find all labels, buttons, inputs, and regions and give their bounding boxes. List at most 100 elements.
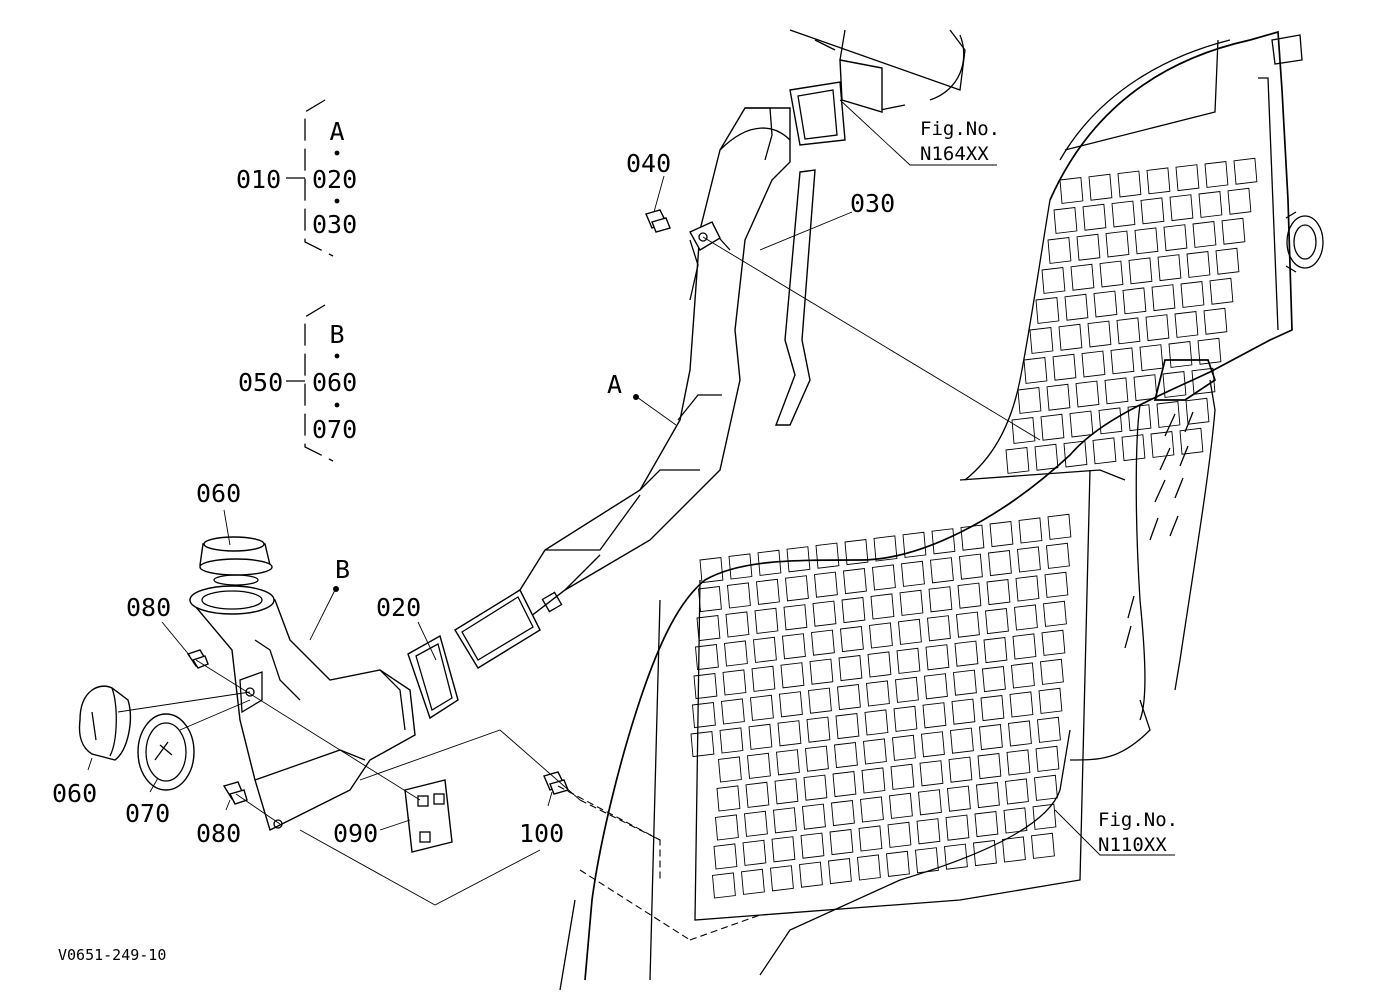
callout-060-bottom: 060 — [52, 779, 97, 808]
mesh-cell — [977, 752, 1002, 780]
mesh-cell — [800, 832, 825, 859]
callout-060-top: 060 — [196, 479, 241, 508]
mesh-cell — [886, 850, 910, 877]
mesh-cell — [782, 633, 806, 660]
mesh-cell — [1116, 317, 1141, 345]
mesh-cell — [716, 785, 741, 812]
mesh-cell — [1168, 340, 1193, 368]
mesh-cell — [1174, 310, 1199, 338]
leader-lines — [87, 99, 1175, 941]
mesh-cell — [866, 680, 890, 707]
mesh-cell — [1204, 160, 1229, 188]
mesh-cell — [1198, 190, 1223, 218]
mesh-cell — [1005, 778, 1029, 805]
mesh-cell — [1017, 546, 1041, 573]
callout-040: 040 — [626, 149, 671, 178]
mesh-cell — [1093, 290, 1118, 318]
mesh-cell — [1009, 691, 1034, 718]
legend-group-b: B 050 060 070 — [238, 304, 357, 462]
mesh-cell — [928, 586, 953, 613]
mesh-cell — [1179, 427, 1204, 455]
mesh-cell — [873, 535, 898, 562]
mesh-cell — [1041, 629, 1066, 656]
mesh-cell — [1081, 350, 1106, 378]
drawing-code: V0651-249-10 — [58, 946, 166, 964]
mesh-cell — [925, 644, 950, 671]
mesh-cell — [1005, 446, 1030, 474]
mesh-cell — [890, 763, 915, 790]
legend-b-child-2: 070 — [312, 415, 357, 444]
mesh-cell — [1139, 344, 1164, 372]
mesh-cell — [893, 705, 918, 732]
mesh-cell — [747, 752, 771, 779]
mesh-cell — [802, 803, 826, 830]
mesh-cell — [811, 629, 835, 656]
callout-100: 100 — [519, 819, 564, 848]
mesh-cell — [1227, 187, 1252, 215]
mesh-cell — [945, 814, 970, 841]
mesh-cell — [1233, 157, 1258, 185]
mesh-cell — [924, 673, 948, 700]
mesh-cell — [751, 665, 776, 692]
mesh-cell — [1098, 407, 1123, 435]
mesh-cell — [693, 672, 718, 700]
mesh-cell — [1110, 347, 1135, 375]
mesh-cell — [1032, 803, 1057, 830]
callout-a: A — [607, 370, 622, 399]
mesh-cell — [728, 553, 753, 580]
mesh-cell — [1076, 233, 1101, 261]
callout-b: B — [335, 555, 350, 584]
plate-090-drawing — [404, 779, 453, 853]
mesh-cell — [1046, 542, 1070, 569]
mesh-cell — [815, 542, 840, 569]
mesh-cell — [835, 712, 860, 740]
mesh-cell — [889, 792, 913, 819]
mesh-cell — [974, 810, 999, 838]
mesh-cell — [921, 731, 945, 758]
mesh-cell — [960, 524, 985, 551]
callout-080-bottom: 080 — [196, 819, 241, 848]
mesh-cell — [1151, 284, 1176, 312]
figure-ref-bottom: Fig.No. N110XX — [1098, 809, 1178, 856]
mesh-cell — [915, 847, 939, 874]
mesh-cell — [896, 647, 921, 674]
mesh-cell — [812, 600, 837, 627]
mesh-cell — [869, 622, 893, 649]
mesh-cell — [725, 611, 750, 638]
mesh-cell — [1040, 413, 1065, 441]
mesh-cell — [1044, 571, 1069, 598]
mesh-cell — [1035, 745, 1060, 772]
mesh-cell — [1128, 257, 1153, 285]
callout-090: 090 — [333, 819, 378, 848]
mesh-cell — [1157, 254, 1182, 282]
mesh-cell — [985, 607, 1009, 635]
mesh-cell — [1099, 260, 1124, 288]
mesh-cell — [956, 611, 980, 638]
mesh-cell — [1203, 307, 1228, 335]
mesh-cell — [727, 582, 751, 609]
callout-080-top: 080 — [126, 593, 171, 622]
mesh-cell — [840, 625, 864, 653]
mesh-cell — [919, 760, 944, 787]
mesh-cell — [982, 665, 1006, 693]
bolt-040-drawing — [645, 209, 671, 233]
mesh-cell — [870, 593, 895, 620]
mesh-cell — [776, 749, 800, 776]
mesh-cell — [860, 796, 884, 823]
mesh-cell — [1122, 287, 1147, 315]
mesh-cell — [959, 553, 983, 580]
mesh-cell — [744, 810, 768, 837]
legend-a-child-2: 030 — [312, 210, 357, 239]
mesh-cell — [841, 596, 866, 624]
mesh-cell — [980, 694, 1005, 722]
mesh-cell — [1037, 716, 1061, 743]
mesh-cell — [805, 745, 829, 772]
bolt-100-drawing — [543, 771, 569, 795]
mesh-cell — [867, 651, 892, 678]
mesh-cell — [1041, 266, 1066, 294]
mesh-cell — [1069, 410, 1094, 438]
mesh-cell — [753, 636, 777, 663]
mesh-cell — [947, 785, 971, 812]
mesh-cell — [1015, 575, 1040, 602]
